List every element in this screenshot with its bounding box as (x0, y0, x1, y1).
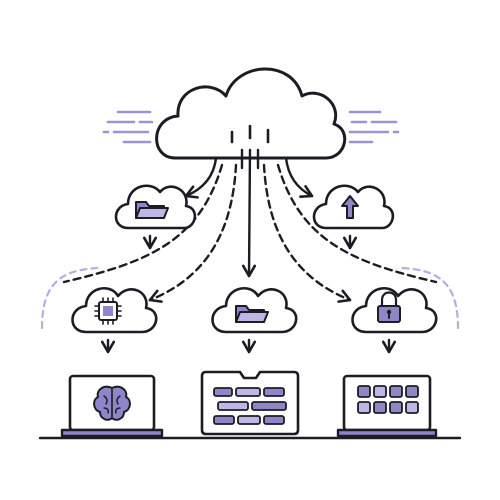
endpoint-cloud-padlock (351, 286, 438, 354)
laptop-device (60, 374, 164, 438)
list-bars-icon (213, 387, 287, 425)
endpoint-cloud-cpu (71, 286, 158, 354)
dashed-to-right-far (276, 163, 438, 284)
connector-to-upload-cloud (284, 156, 314, 198)
app-grid-icon (357, 385, 419, 414)
cloud-port-ticks (230, 124, 270, 144)
endpoint-cloud-folder (211, 286, 298, 354)
relay-cloud-upload (312, 184, 395, 250)
dashed-to-padlock-cloud (262, 163, 352, 303)
left-speed-lines (102, 110, 154, 144)
folder-icon (135, 201, 169, 219)
left-outer-dashed-arc (40, 266, 100, 330)
central-cloud-icon (155, 67, 347, 160)
padlock-icon (377, 291, 401, 323)
connector-to-center-folder (241, 148, 257, 278)
dashed-to-left-far (62, 163, 224, 284)
monitor-device (336, 374, 438, 438)
right-speed-lines (348, 110, 400, 144)
cpu-chip-icon (94, 297, 122, 325)
connector-to-folder-cloud (184, 156, 218, 199)
relay-cloud-folder (114, 184, 197, 250)
upload-arrow-icon (341, 195, 359, 219)
brain-icon (93, 385, 131, 421)
dashed-connectors (62, 163, 438, 303)
right-outer-dashed-arc (400, 266, 460, 330)
dashed-to-cpu-cloud (148, 163, 238, 303)
server-panel-device (200, 370, 300, 436)
folder-icon (235, 305, 269, 323)
solid-connectors (184, 148, 314, 278)
